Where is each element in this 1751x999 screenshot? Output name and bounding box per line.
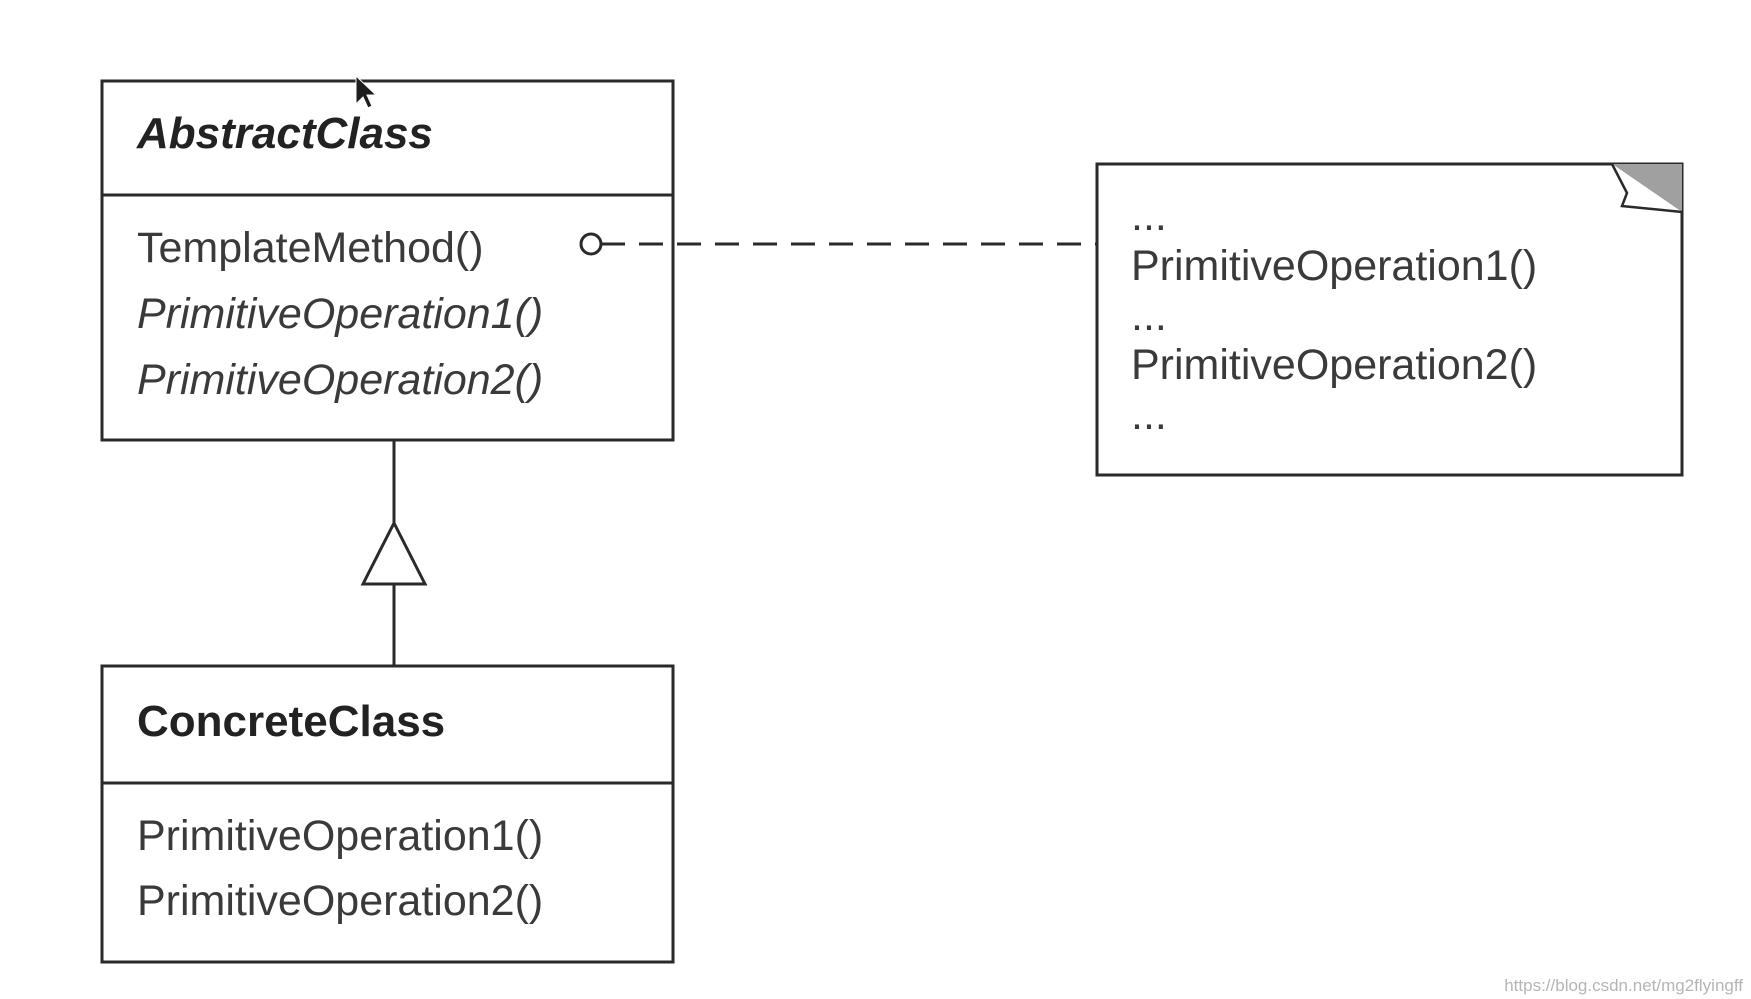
abstract-class-operation-template-method: TemplateMethod() bbox=[137, 224, 484, 272]
note-line-ellipsis-2: ... bbox=[1131, 292, 1167, 340]
note-line-primitive-1: PrimitiveOperation1() bbox=[1131, 242, 1537, 290]
note-line-ellipsis-1: ... bbox=[1131, 192, 1167, 240]
mouse-cursor-icon bbox=[355, 74, 378, 109]
abstract-class-box: AbstractClass TemplateMethod() Primitive… bbox=[100, 79, 675, 442]
abstract-class-name: AbstractClass bbox=[136, 109, 433, 158]
note-line-primitive-2: PrimitiveOperation2() bbox=[1131, 341, 1537, 389]
concrete-class-operation-primitive-1: PrimitiveOperation1() bbox=[137, 812, 543, 860]
abstract-class-operation-primitive-2: PrimitiveOperation2() bbox=[137, 356, 543, 404]
concrete-class-operation-primitive-2: PrimitiveOperation2() bbox=[137, 877, 543, 925]
note-line-ellipsis-3: ... bbox=[1131, 391, 1167, 439]
note-box: ... PrimitiveOperation1() ... PrimitiveO… bbox=[1095, 162, 1684, 477]
note-fold-outline bbox=[1610, 163, 1683, 214]
abstract-class-operation-primitive-1: PrimitiveOperation1() bbox=[137, 290, 543, 338]
concrete-class-border bbox=[100, 664, 675, 964]
watermark-url: https://blog.csdn.net/mg2flyingff bbox=[1504, 976, 1743, 995]
note-anchor-circle bbox=[579, 232, 603, 256]
inheritance-triangle-icon bbox=[360, 519, 428, 586]
concrete-class-box: ConcreteClass PrimitiveOperation1() Prim… bbox=[100, 664, 675, 964]
abstract-class-border bbox=[100, 79, 675, 442]
note-border bbox=[1095, 162, 1684, 477]
inheritance-arrow bbox=[360, 440, 428, 666]
concrete-class-name: ConcreteClass bbox=[137, 697, 445, 746]
